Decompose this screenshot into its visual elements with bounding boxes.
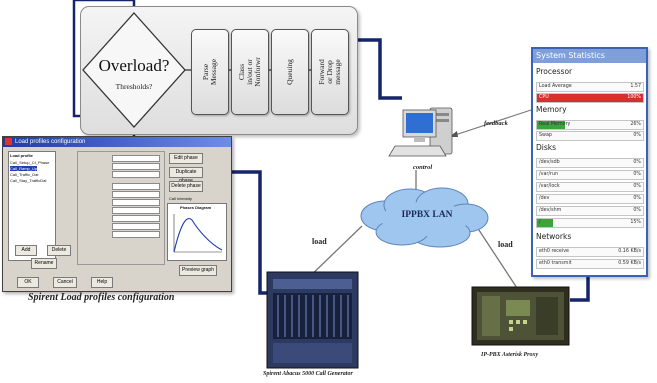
param-field[interactable] [112, 223, 160, 230]
system-statistics-panel: System Statistics Processor Load Average… [531, 47, 648, 277]
stat-fill [537, 219, 553, 227]
add-button[interactable]: Add [15, 245, 37, 256]
delete-button[interactable]: Delete [47, 245, 71, 256]
edge-label-load-left: load [312, 237, 327, 246]
generator-caption: Spirent Abacus 5000 Call Generator [263, 371, 353, 377]
preview-graph-button[interactable]: Preview graph [179, 265, 217, 276]
param-field[interactable] [112, 231, 160, 238]
connector-flow-to-window [72, 0, 136, 118]
profile-list[interactable]: Load profile Call_Setup_Ct_Phase Call_Ra… [8, 151, 56, 261]
param-field[interactable] [112, 155, 160, 162]
stat-row: Real Memory 26% [536, 120, 644, 130]
connector-stats-to-proxy [570, 273, 590, 302]
stat-row: / 15% [536, 218, 644, 228]
call-generator-device [266, 271, 359, 369]
list-item[interactable]: Call_Setup_Ct_Phase [10, 160, 50, 165]
edge-label-feedback: feedback [484, 120, 508, 127]
stat-fill [537, 94, 643, 102]
stat-row: Load Average 1.57 [536, 82, 644, 92]
step-classify: Class in/out or Nonforwr [231, 29, 269, 115]
lan-cloud-label: IPPBX LAN [401, 210, 453, 220]
phases-graph: Phases Diagram [167, 203, 227, 261]
decision-diamond [82, 12, 311, 128]
param-field[interactable] [112, 163, 160, 170]
stat-row: CPU 100% [536, 93, 644, 103]
decision-sublabel: Thresholds? [115, 82, 153, 91]
stat-row: /dev 0% [536, 194, 644, 204]
stat-fill [537, 121, 565, 129]
edge-label-load-right: load [498, 240, 513, 249]
stat-row: /var/lock 0% [536, 182, 644, 192]
stat-row: eth0 receive 0.16 KB/s [536, 247, 644, 257]
load-profiles-window: Load profiles configuration Load profile… [2, 136, 232, 292]
stat-row: /dev/shm 0% [536, 206, 644, 216]
edge-label-control: control [413, 164, 433, 171]
help-button[interactable]: Help [91, 277, 113, 288]
section-memory: Memory [536, 105, 567, 114]
param-field[interactable] [112, 191, 160, 198]
connector-window-to-generator [230, 170, 268, 295]
link-cloud-to-proxy [472, 220, 518, 289]
param-field[interactable] [112, 215, 160, 222]
section-disks: Disks [536, 143, 557, 152]
param-field[interactable] [112, 171, 160, 178]
graph-curve [173, 214, 223, 253]
window-title: Load profiles configuration [3, 137, 231, 147]
section-networks: Networks [536, 232, 572, 241]
duplicate-phase-button[interactable]: Duplicate phase [169, 167, 203, 184]
proxy-caption: IP-PBX Asterisk Proxy [481, 352, 539, 358]
cancel-button[interactable]: Cancel [53, 277, 77, 288]
list-item-selected[interactable]: Call_Ramp_Up [10, 166, 38, 171]
param-field[interactable] [112, 183, 160, 190]
list-item[interactable]: Call_Traffic_Dat [10, 172, 39, 177]
step-queuing: Queuing [271, 29, 309, 115]
stat-row: Swap 0% [536, 131, 644, 141]
connector-flow-to-pc [356, 38, 402, 100]
ok-button[interactable]: OK [17, 277, 39, 288]
stat-row: eth0 transmit 0.59 KB/s [536, 259, 644, 269]
step-parse-message: Parse Message [191, 29, 229, 115]
load-profiles-caption: Spirent Load profiles configuration [28, 292, 175, 303]
app-icon [5, 138, 12, 145]
overload-flowchart-panel: Overload? Thresholds? Parse Message Clas… [80, 6, 358, 135]
list-item[interactable]: Call_Stay_TrafficDat [10, 178, 47, 183]
rename-button[interactable]: Rename [31, 258, 57, 269]
phase-parameters-group [77, 151, 165, 265]
pbx-proxy-device [471, 286, 570, 346]
param-field[interactable] [112, 207, 160, 214]
stat-row: /var/run 0% [536, 170, 644, 180]
stat-row: /dev/sdb 0% [536, 158, 644, 168]
param-field[interactable] [112, 199, 160, 206]
control-pc-icon [388, 107, 453, 157]
delete-phase-button[interactable]: Delete phase [169, 181, 203, 192]
step-forward-or-drop: Forward or Drop message [311, 29, 349, 115]
graph-caption: Call Intensity [169, 196, 192, 201]
edit-phase-button[interactable]: Edit phase [169, 153, 203, 164]
decision-label: Overload? [98, 56, 170, 75]
stats-title: System Statistics [533, 49, 646, 63]
link-feedback [451, 109, 532, 137]
lan-cloud [360, 187, 489, 248]
section-processor: Processor [536, 67, 573, 76]
